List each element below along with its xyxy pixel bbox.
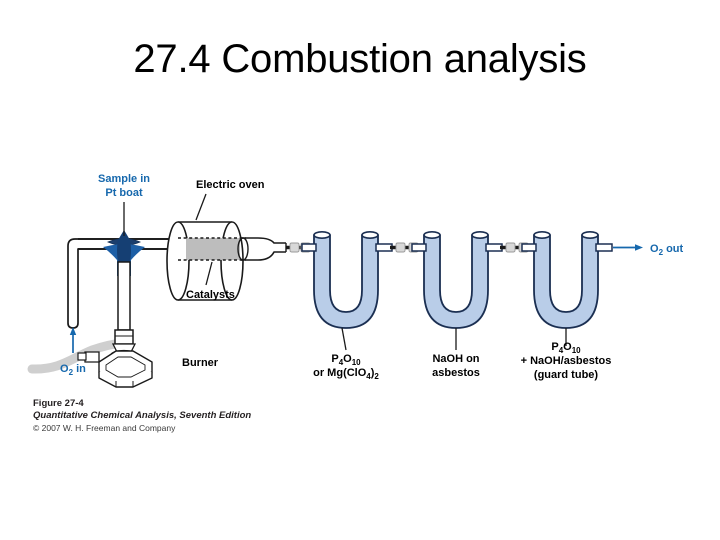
t1-l2a: or Mg(ClO [313,367,367,379]
label-tube-3-line3: (guard tube) [534,369,598,381]
burner-stem [114,261,134,345]
label-catalysts: Catalysts [186,289,235,301]
u-tube-2 [411,231,503,329]
u-tube-3 [521,231,613,329]
o2-in-tail: in [73,363,86,375]
leader-lines [123,193,567,351]
figure-caption-number: Figure 27-4 [33,398,84,409]
o2-out-arrow [613,244,643,251]
figure-svg: Sample in Pt boat Electric oven Catalyst… [27,173,684,388]
label-tube-1-line2: or Mg(ClO4)2 [313,367,379,381]
o2-out-subscript: 2 [659,248,664,257]
page-title: 27.4 Combustion analysis [133,37,587,81]
figure-caption-copyright: © 2007 W. H. Freeman and Company [33,423,176,433]
combustion-analysis-figure: Sample in Pt boat Electric oven Catalyst… [0,150,720,450]
u-tube-1 [301,231,393,329]
t1-sub1: 4 [339,358,344,367]
t1-sub2: 10 [352,358,361,367]
label-sample-line2: Pt boat [105,187,143,199]
electric-oven [166,221,249,301]
o2-in-arrow [69,327,77,353]
label-o2-out: O2 out [650,243,684,257]
o2-in-subscript: 2 [69,368,74,377]
t1-p: P [331,353,338,365]
label-tube-3-line2: + NaOH/asbestos [521,355,612,367]
t1-l2sub1: 4 [366,372,371,381]
t3-sub1: 4 [559,346,564,355]
t1-l2sub2: 2 [374,372,379,381]
label-tube-1-line1: P4O10 [331,353,361,367]
t1-l2b: ) [371,367,375,379]
label-tube-2-line2: asbestos [432,367,480,379]
figure-caption-source: Quantitative Chemical Analysis, Seventh … [33,410,252,421]
o2-out-tail: out [663,243,683,255]
o2-out-o: O [650,243,659,255]
label-tube-3-line1: P4O10 [551,341,581,355]
label-sample-line1: Sample in [98,173,150,185]
label-tube-2-line1: NaOH on [432,353,479,365]
burner-base [77,343,153,388]
t3-o: O [563,341,572,353]
t3-p: P [551,341,558,353]
label-o2-in: O2 in [60,363,86,377]
t1-o: O [343,353,352,365]
t3-sub2: 10 [572,346,581,355]
o2-in-o: O [60,363,69,375]
label-electric-oven: Electric oven [196,179,265,191]
label-burner: Burner [182,357,219,369]
